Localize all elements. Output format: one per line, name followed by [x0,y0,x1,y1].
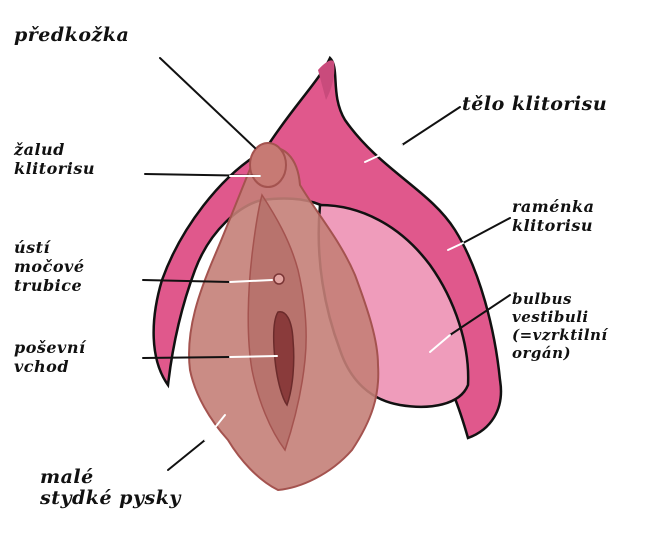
leader-line-posevni-inner [230,356,277,357]
label-male-pysky: malé stydké pysky [40,467,181,509]
leader-line-ramenka [463,218,510,243]
label-predkozka: předkožka [14,25,129,46]
leader-line-posevni [143,357,230,358]
glans-shape [250,143,286,187]
leader-line-male-pysky [168,440,205,470]
label-bulbus: bulbus vestibuli (=vzrktilní orgán) [512,290,608,362]
leader-line-predkozka [160,58,255,148]
label-posevni: poševní vchod [14,338,86,376]
label-telo: tělo klitorisu [462,94,607,115]
label-ramenka: raménka klitorisu [512,197,595,235]
label-zalud: žalud klitorisu [14,140,95,178]
leader-line-telo [402,107,460,145]
urethral-opening-shape [274,274,284,284]
label-usti: ústí močové trubice [14,238,85,295]
